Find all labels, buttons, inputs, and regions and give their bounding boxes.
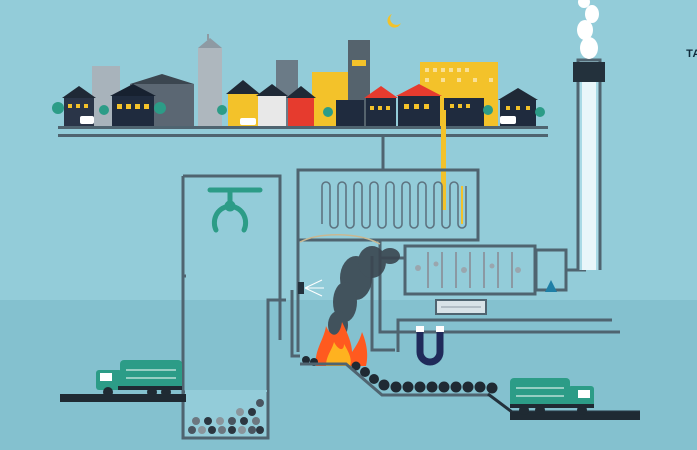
furnace [290, 170, 620, 358]
moon-icon [387, 14, 401, 28]
cut-off-label: TA [686, 48, 697, 60]
city-ground-line [58, 126, 548, 129]
city-skyline [52, 34, 545, 126]
district-pipe [58, 134, 548, 137]
garbage-truck-icon [510, 378, 594, 415]
magnet-icon [416, 326, 444, 366]
spray-nozzle-icon [298, 282, 304, 294]
bunker-waste [188, 399, 264, 434]
ash-platform [510, 412, 640, 420]
flame-icon [315, 322, 368, 366]
district-heat-pipe [441, 110, 446, 210]
steam-plume-icon [577, 0, 599, 59]
garbage-truck-icon [96, 360, 182, 397]
chimney [573, 58, 605, 270]
flue-gas-cleaning-unit [403, 244, 568, 315]
grabber-claw-icon [207, 187, 263, 233]
unloading-platform [60, 394, 186, 402]
spray [304, 279, 324, 297]
